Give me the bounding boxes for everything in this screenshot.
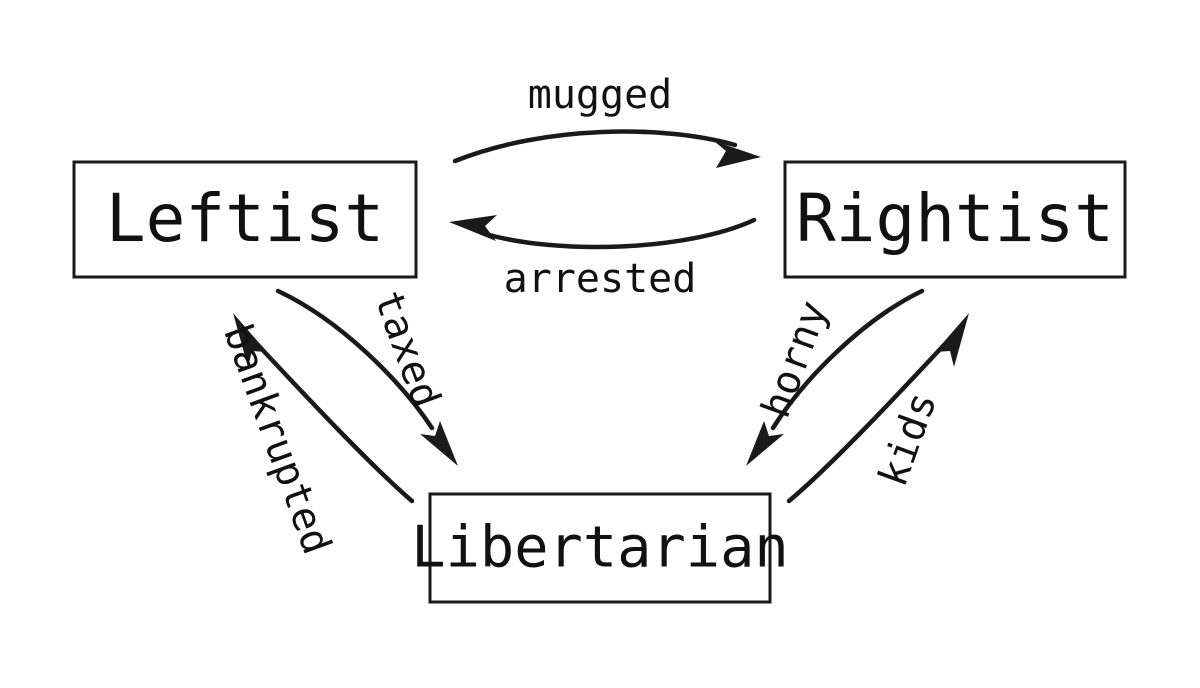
edge-arrested-arrowhead (449, 215, 497, 241)
node-rightist[interactable]: Rightist (783, 160, 1127, 279)
edge-taxed-path (275, 288, 435, 431)
edge-kids-arrowhead (935, 313, 969, 367)
edge-mugged-label: mugged (528, 72, 673, 118)
node-rightist-box[interactable] (783, 160, 1127, 279)
edge-mugged-path (452, 129, 738, 164)
node-leftist-label: Leftist (106, 180, 384, 257)
node-rightist-label: Rightist (796, 180, 1114, 257)
edge-mugged: mugged (452, 72, 761, 168)
edge-kids-path (786, 342, 947, 504)
edge-arrested-label: arrested (504, 256, 697, 302)
edge-mugged-arrowhead (714, 141, 761, 168)
edge-horny-label: horny (753, 295, 837, 424)
edge-bankrupted-label: bankrupted (214, 318, 340, 560)
node-leftist[interactable]: Leftist (72, 160, 418, 279)
edge-kids-label: kids (870, 386, 946, 492)
edge-arrested-path (479, 217, 757, 250)
edge-horny-path (770, 288, 925, 431)
node-libertarian-label: Libertarian (411, 515, 789, 581)
edge-horny-arrowhead (746, 421, 784, 466)
edge-arrested: arrested (449, 215, 757, 302)
edge-bankrupted-arrowhead (233, 313, 267, 367)
edge-taxed-label: taxed (365, 285, 449, 414)
node-libertarian[interactable]: Libertarian (411, 492, 789, 604)
edge-taxed-arrowhead (420, 421, 458, 466)
node-libertarian-box[interactable] (428, 492, 772, 604)
edge-taxed: taxed (275, 285, 458, 466)
edge-bankrupted-path (255, 342, 415, 504)
node-leftist-box[interactable] (72, 160, 418, 279)
edge-bankrupted: bankrupted (214, 313, 415, 560)
